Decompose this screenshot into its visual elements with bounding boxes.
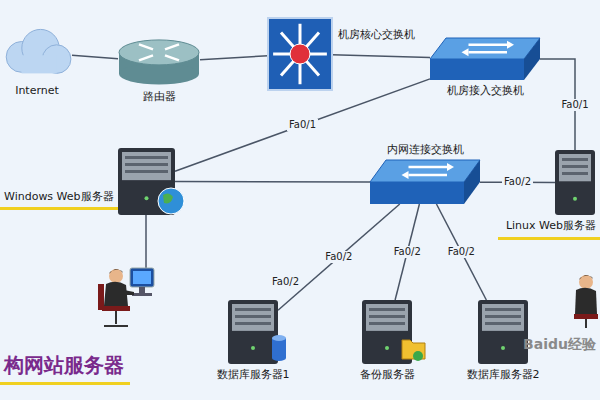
watermark: Baidu经验 (523, 336, 596, 354)
device-label: 路由器 (143, 90, 176, 103)
server-node: 数据库服务器2 (478, 300, 528, 364)
user-figure (574, 275, 598, 328)
port-label: Fa0/2 (502, 176, 533, 188)
device-label: 备份服务器 (360, 368, 415, 381)
network-link (175, 79, 430, 171)
port-label: Fa0/1 (287, 119, 318, 131)
cloud-node: Internet (2, 25, 72, 80)
device-icon (430, 38, 540, 80)
device-label: 数据库服务器1 (217, 368, 290, 381)
device-icon (118, 148, 175, 215)
device-icon (268, 18, 332, 90)
server-node: Windows Web服务器 (118, 148, 175, 215)
switch-node: 内网连接交换机 (370, 160, 480, 204)
device-label: Linux Web服务器 (506, 219, 596, 232)
page-title: 构网站服务器 (4, 352, 124, 379)
switch-node: 机房接入交换机 (430, 38, 540, 80)
port-label: Fa0/2 (392, 246, 423, 258)
device-label: Internet (15, 84, 59, 97)
device-label: 数据库服务器2 (467, 368, 540, 381)
device-icon (370, 160, 480, 204)
user-figure (98, 268, 154, 326)
device-icon (228, 300, 278, 364)
server-node: Linux Web服务器 (555, 150, 595, 215)
device-icon (478, 300, 528, 364)
wire (145, 215, 147, 268)
port-label: Fa0/2 (446, 246, 477, 258)
highlight-bar (0, 207, 118, 210)
device-label: 内网连接交换机 (387, 143, 464, 156)
port-label: Fa0/2 (323, 251, 354, 263)
device-label: Windows Web服务器 (4, 190, 114, 203)
server-node: 数据库服务器1 (228, 300, 278, 364)
device-icon (118, 38, 200, 86)
switch-node: 机房核心交换机 (268, 18, 332, 90)
network-link (436, 204, 486, 300)
network-link (175, 181, 370, 183)
network-link (332, 55, 430, 58)
highlight-bar (498, 237, 600, 240)
device-label: 机房接入交换机 (447, 84, 524, 97)
port-label: Fa0/2 (270, 276, 301, 288)
device-icon (362, 300, 412, 364)
device-icon (555, 150, 595, 215)
port-label: Fa0/1 (559, 99, 590, 111)
network-link (278, 204, 400, 310)
network-link (200, 56, 268, 60)
device-icon (2, 25, 72, 80)
network-link (72, 55, 118, 59)
highlight-bar (0, 382, 130, 385)
router-node: 路由器 (118, 38, 200, 86)
server-node: 备份服务器 (362, 300, 412, 364)
device-label: 机房核心交换机 (338, 28, 415, 41)
